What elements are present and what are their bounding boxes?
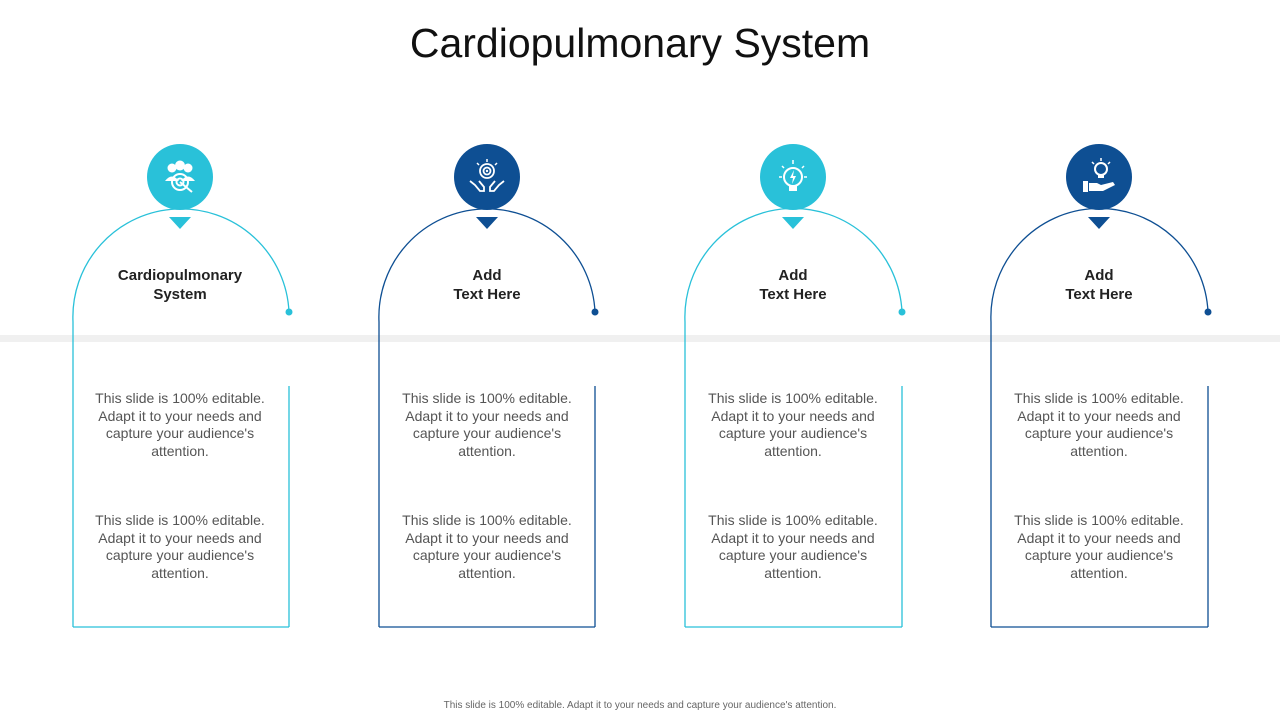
card-2-paragraph-2: This slide is 100% editable. Adapt it to…	[402, 512, 572, 581]
card-4-paragraph-2: This slide is 100% editable. Adapt it to…	[1014, 512, 1184, 581]
footer-note: This slide is 100% editable. Adapt it to…	[443, 700, 837, 711]
card-4-heading: Add Text Here	[1065, 267, 1133, 303]
team-target-icon	[147, 144, 213, 210]
page-title: Cardiopulmonary System	[409, 20, 871, 66]
card-2-frame	[378, 208, 599, 628]
card-1: Cardiopulmonary System This slide is 100…	[50, 140, 310, 630]
card-1-heading: Cardiopulmonary System	[117, 267, 243, 303]
horizontal-band	[0, 335, 1280, 342]
card-3-paragraph-2: This slide is 100% editable. Adapt it to…	[708, 512, 878, 581]
card-4-paragraph-1: This slide is 100% editable. Adapt it to…	[1014, 390, 1184, 459]
card-2-paragraph-1: This slide is 100% editable. Adapt it to…	[402, 390, 572, 459]
card-3-paragraph-1: This slide is 100% editable. Adapt it to…	[708, 390, 878, 459]
card-1-paragraph-2: This slide is 100% editable. Adapt it to…	[95, 512, 265, 581]
card-4: Add Text Here This slide is 100% editabl…	[969, 140, 1229, 630]
hand-lightbulb-icon	[1066, 144, 1132, 210]
card-1-paragraph-1: This slide is 100% editable. Adapt it to…	[95, 390, 265, 459]
hands-target-icon	[454, 144, 520, 210]
lightbulb-gear-icon	[760, 144, 826, 210]
card-2-heading: Add Text Here	[453, 267, 521, 303]
card-3-heading: Add Text Here	[759, 267, 827, 303]
card-2: Add Text Here This slide is 100% editabl…	[357, 140, 617, 630]
card-3: Add Text Here This slide is 100% editabl…	[663, 140, 923, 630]
card-1-frame	[72, 208, 293, 628]
